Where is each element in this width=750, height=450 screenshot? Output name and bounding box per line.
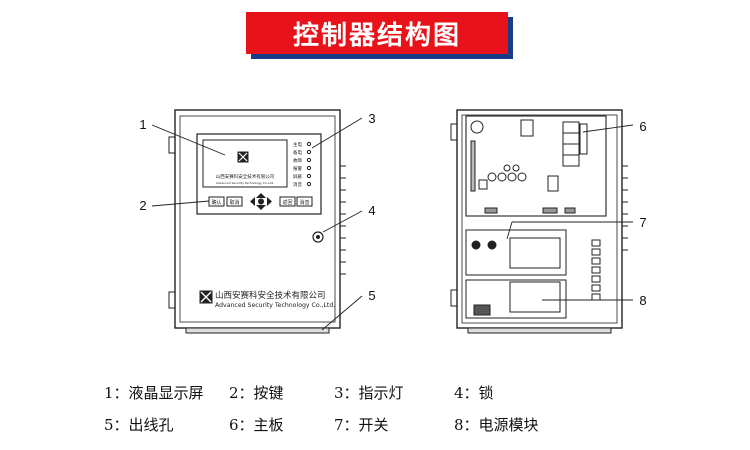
front-logo-icon — [199, 290, 213, 304]
callout-1: 1 — [139, 117, 146, 132]
legend-item-keys: 2：按键 — [229, 383, 284, 402]
callout-3: 3 — [368, 111, 375, 126]
screen-logo-icon — [237, 151, 249, 163]
front-base — [185, 327, 330, 334]
front-company-en: Advanced Security Technology Co.,Ltd. — [215, 302, 335, 309]
callout-lines — [151, 117, 634, 331]
callout-5: 5 — [368, 288, 375, 303]
right-vents — [340, 165, 346, 275]
legend-row: 1：液晶显示屏 2：按键 3：指示灯 4：锁 — [104, 376, 664, 408]
front-view — [168, 109, 346, 334]
key-confirm — [208, 196, 225, 207]
board-terminal-2 — [542, 207, 558, 214]
board-buzzer — [470, 120, 484, 134]
screen-company-cn: 山西安赛科安全技术有限公司 — [216, 173, 275, 180]
switch-1 — [471, 240, 481, 250]
indicator-label-3: 故障 — [293, 157, 302, 164]
callout-4: 4 — [368, 203, 375, 218]
board-capacitors — [487, 164, 527, 182]
legend-item-lock: 4：锁 — [454, 383, 494, 402]
front-company-cn: 山西安赛科安全技术有限公司 — [215, 290, 326, 301]
back-base — [467, 327, 612, 334]
key-cancel — [226, 196, 243, 207]
callout-6: 6 — [639, 119, 646, 134]
indicator-label-4: 报警 — [293, 165, 302, 172]
legend-item-power: 8：电源模块 — [454, 415, 539, 434]
board-terminal-1 — [484, 207, 498, 214]
direction-pad-icon — [250, 193, 272, 210]
back-cabinet-inset — [461, 114, 618, 324]
back-right-vents — [622, 165, 628, 251]
title-banner: 控制器结构图 — [246, 12, 508, 54]
key-back — [279, 196, 296, 207]
board-component — [478, 179, 488, 190]
indicator-lights — [306, 141, 312, 187]
key-mute — [296, 196, 313, 207]
key-label-mute: 消音 — [299, 199, 309, 206]
callout-2: 2 — [139, 198, 146, 213]
callout-7: 7 — [639, 215, 646, 230]
legend: 1：液晶显示屏 2：按键 3：指示灯 4：锁 5：出线孔 6：主板 7：开关 8… — [104, 376, 664, 440]
indicator-label-5: 屏蔽 — [293, 173, 302, 180]
legend-item-mainboard: 6：主板 — [229, 415, 284, 434]
switch-2 — [487, 240, 497, 250]
key-label-confirm: 确认 — [211, 199, 221, 206]
board-connector-left — [470, 140, 476, 192]
key-label-back: 返回 — [282, 199, 292, 206]
board-transformer — [547, 175, 559, 192]
front-door-inset — [179, 115, 336, 323]
board-chip — [520, 119, 534, 137]
indicator-label-2: 备电 — [293, 149, 302, 156]
left-hinge-bottom — [168, 291, 176, 309]
page-title: 控制器结构图 — [292, 20, 461, 51]
back-hinge-top — [450, 123, 458, 141]
left-hinge-top — [168, 136, 176, 154]
screen-company-en: Advanced Security Technology Co.,Ltd. — [216, 181, 274, 185]
legend-item-lcd: 1：液晶显示屏 — [104, 383, 204, 402]
legend-item-switch: 7：开关 — [334, 415, 389, 434]
structure-diagram: 山西安赛科安全技术有限公司 Advanced Security Technolo… — [139, 109, 647, 334]
key-label-cancel: 取消 — [229, 199, 239, 206]
indicator-label-1: 主电 — [293, 141, 302, 148]
lcd-screen — [202, 139, 288, 188]
back-hinge-bottom — [450, 289, 458, 307]
terminal-strip — [591, 239, 601, 301]
callout-8: 8 — [639, 293, 646, 308]
legend-item-indicators: 3：指示灯 — [334, 383, 404, 402]
legend-item-outlet: 5：出线孔 — [104, 415, 174, 434]
board-terminal-3 — [564, 207, 576, 214]
legend-row: 5：出线孔 6：主板 7：开关 8：电源模块 — [104, 408, 664, 440]
switch-module — [509, 237, 561, 269]
back-view — [450, 109, 628, 334]
board-relay-side — [579, 123, 588, 155]
power-supply-unit — [509, 281, 561, 313]
indicator-label-6: 消音 — [293, 181, 302, 188]
power-terminal-block — [473, 304, 491, 316]
